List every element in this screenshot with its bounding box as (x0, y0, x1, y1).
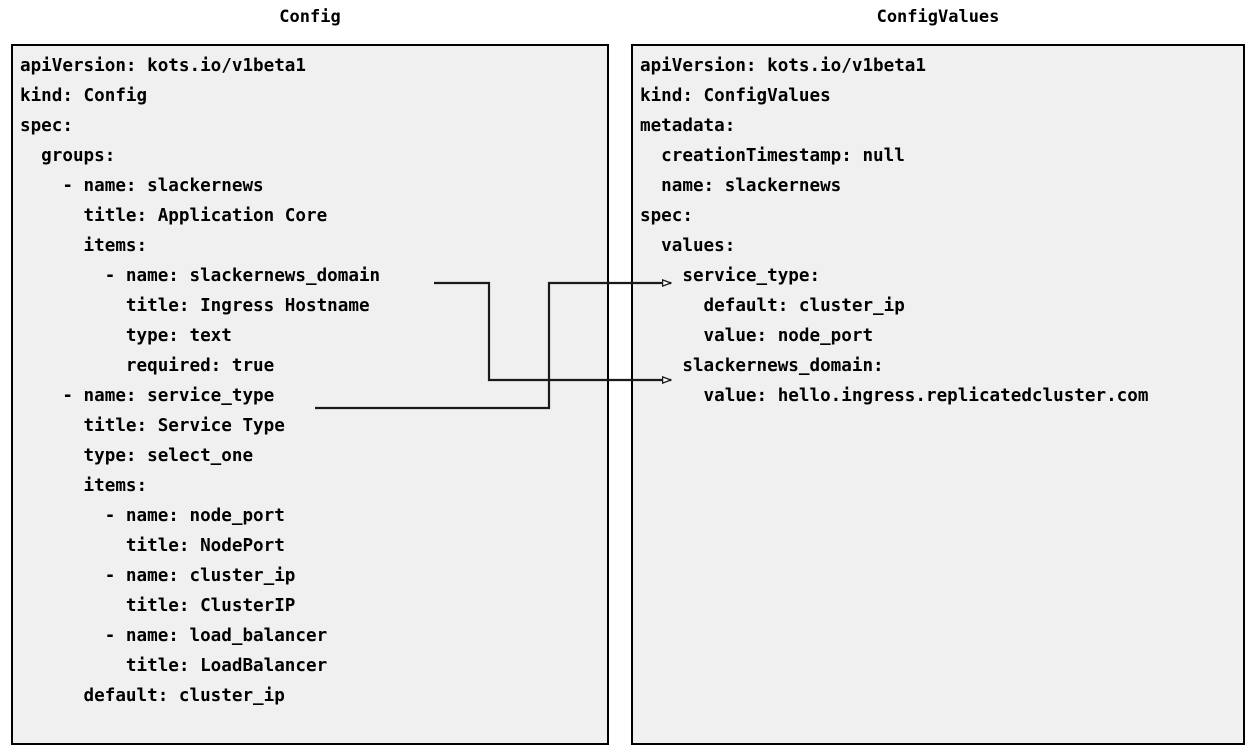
config-yaml-body: apiVersion: kots.io/v1beta1 kind: Config s… (20, 51, 607, 711)
configvalues-yaml-line: spec: (640, 206, 693, 226)
config-yaml-line: - name: node_port (20, 506, 285, 526)
config-yaml-line: title: NodePort (20, 536, 285, 556)
configvalues-yaml-body: apiVersion: kots.io/v1beta1 kind: ConfigV… (640, 51, 1243, 411)
config-yaml-line: kind: Config (20, 86, 148, 106)
config-yaml-line: title: ClusterIP (20, 596, 296, 616)
config-yaml-line: items: (20, 476, 148, 496)
configvalues-yaml-line: kind: ConfigValues (640, 86, 831, 106)
config-yaml-line: - name: load_balancer (20, 626, 328, 646)
configvalues-yaml-line: creationTimestamp: null (640, 146, 905, 166)
config-yaml-line: title: LoadBalancer (20, 656, 328, 676)
config-panel-title: Config (279, 7, 341, 27)
config-yaml-line: title: Service Type (20, 416, 285, 436)
config-yaml-line: type: select_one (20, 446, 254, 466)
config-yaml-line: spec: (20, 116, 73, 136)
configvalues-yaml-line: apiVersion: kots.io/v1beta1 (640, 56, 926, 76)
configvalues-yaml-line: name: slackernews (640, 176, 842, 196)
config-yaml-line: title: Ingress Hostname (20, 296, 370, 316)
config-yaml-line: items: (20, 236, 148, 256)
configvalues-yaml-line: slackernews_domain: (640, 356, 884, 376)
config-yaml-line: apiVersion: kots.io/v1beta1 (20, 56, 306, 76)
config-yaml-line: - name: cluster_ip (20, 566, 296, 586)
configvalues-yaml-line: default: cluster_ip (640, 296, 905, 316)
configvalues-yaml-line: value: node_port (640, 326, 874, 346)
config-yaml-line: default: cluster_ip (20, 686, 285, 706)
configvalues-yaml-panel: apiVersion: kots.io/v1beta1 kind: ConfigV… (631, 44, 1245, 745)
config-yaml-line: type: text (20, 326, 232, 346)
config-yaml-line: groups: (20, 146, 116, 166)
configvalues-yaml-line: service_type: (640, 266, 821, 286)
configvalues-yaml-line: value: hello.ingress.replicatedcluster.c… (640, 386, 1149, 406)
config-yaml-line: title: Application Core (20, 206, 328, 226)
config-yaml-line: - name: slackernews_domain (20, 266, 381, 286)
config-yaml-line: required: true (20, 356, 275, 376)
configvalues-yaml-line: values: (640, 236, 736, 256)
config-yaml-line: - name: service_type (20, 386, 275, 406)
configvalues-panel-title: ConfigValues (876, 7, 1000, 27)
config-yaml-line: - name: slackernews (20, 176, 264, 196)
configvalues-yaml-line: metadata: (640, 116, 736, 136)
config-yaml-panel: apiVersion: kots.io/v1beta1 kind: Config s… (11, 44, 609, 745)
